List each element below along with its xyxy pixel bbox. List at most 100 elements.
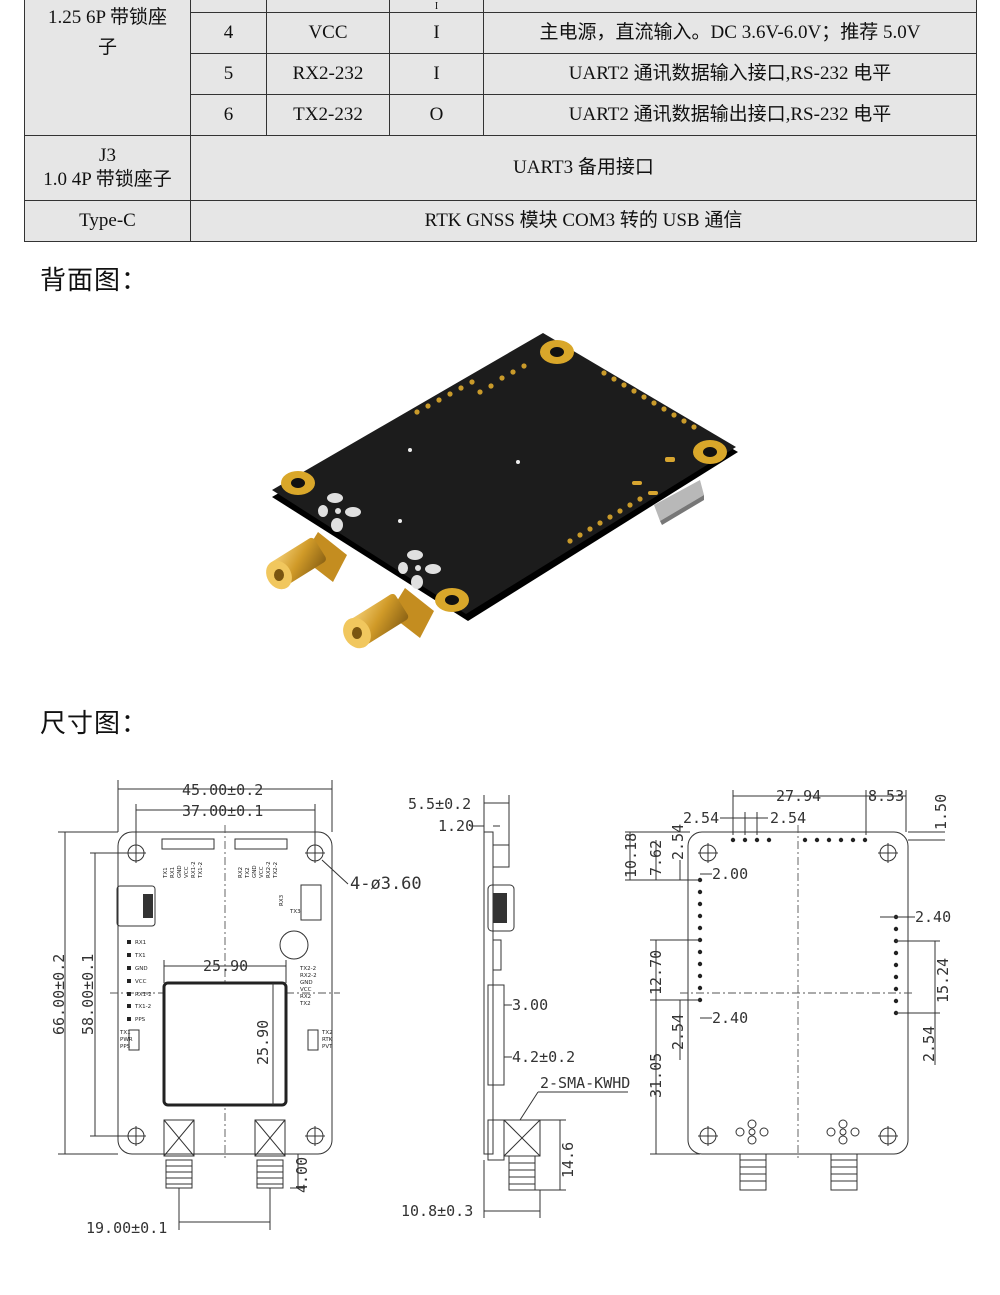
dim-module-width: 25.90 (203, 957, 248, 975)
silk-left-0: RX1 (135, 940, 146, 946)
silk-j2-3: VCC (259, 866, 265, 878)
silk-j3-1: TX3 (289, 909, 301, 915)
j2-connector-icon (234, 838, 288, 850)
j-label-line2: 子 (97, 37, 117, 58)
typec-desc-cell: RTK GNSS 模块 COM3 转的 USB 通信 (190, 200, 977, 242)
led-right-1: RTK (322, 1037, 333, 1043)
dim-width-45: 45.00±0.2 (182, 781, 263, 799)
led-left-1: PWR (120, 1037, 133, 1043)
name-cell: TX2-232 (266, 94, 390, 136)
dir-cell: I (389, 53, 484, 95)
silk-j1-2: GND (177, 865, 183, 878)
dim-hole-diameter: 4-ø3.60 (350, 874, 422, 894)
silk-j1-4: RX1-2 (191, 861, 197, 878)
table-row: 6 TX2-232 O UART2 通讯数据输出接口,RS-232 电平 (25, 94, 977, 136)
table-row: J3 1.0 4P 带锁座子 UART3 备用接口 (24, 135, 977, 201)
dim-thickness-5-5: 5.5±0.2 (408, 795, 471, 813)
dim-pcb-thickness: 1.20 (438, 817, 474, 835)
usb-c-connector-icon (654, 480, 704, 525)
j1-connector-icon (161, 838, 215, 850)
dimension-title: 尺寸图： (40, 709, 149, 738)
dim-back-10-18: 10.18 (622, 833, 640, 878)
silk-j1-5: TX1-2 (198, 862, 204, 879)
desc-cell: UART2 通讯数据输出接口,RS-232 电平 (483, 94, 977, 136)
dim-back-7-62: 7.62 (647, 840, 665, 876)
dim-back-2-40a: 2.40 (915, 908, 951, 926)
antenna-pads-icon (735, 1119, 860, 1145)
led-left-2: PPS (120, 1044, 131, 1050)
usb-c-side-icon (487, 884, 515, 932)
dim-total-thickness: 10.8±0.3 (401, 1202, 473, 1220)
side-view: 5.5±0.2 1.20 3.00 4.2±0.2 2-SMA-KWHD 14.… (401, 795, 630, 1220)
dim-sma-height: 14.6 (559, 1142, 577, 1178)
silk-j3-0: RX3 (279, 894, 285, 906)
silk-left-4: RX1-2 (135, 992, 152, 998)
mounting-hole-icon (126, 843, 325, 1146)
silk-right-2: GND (300, 980, 313, 986)
dimension-drawing: TX1 RX1 GND VCC RX1-2 TX1-2 RX2 TX2 GND … (50, 780, 952, 1237)
dim-hole-span-37: 37.00±0.1 (182, 802, 263, 820)
dir-cell: I (389, 12, 484, 54)
typec-label-cell: Type-C (24, 200, 191, 242)
dim-4-2: 4.2±0.2 (512, 1048, 575, 1066)
test-points (398, 448, 675, 523)
header-pads (414, 363, 697, 544)
dim-back-27-94: 27.94 (776, 787, 821, 805)
mounting-hole-icon (698, 843, 898, 1146)
desc-cell: UART2 通讯数据输入接口,RS-232 电平 (483, 53, 977, 95)
dim-sma-pitch: 19.00±0.1 (86, 1219, 167, 1237)
silk-right-1: RX2-2 (300, 973, 317, 979)
silk-left-2: GND (135, 966, 148, 972)
sma-connector-icon (343, 588, 434, 649)
dim-back-2-00: 2.00 (712, 865, 748, 883)
silk-right-4: RX2 (300, 994, 311, 1000)
name-cell: RX2-232 (266, 53, 390, 95)
table-row: 1.25 6P 带锁座 子 I (24, 0, 977, 136)
j3-connector-icon (300, 884, 322, 921)
led-right-0: TX2 (321, 1030, 333, 1036)
dim-back-2-54a: 2.54 (683, 809, 719, 827)
silk-right-3: VCC (300, 987, 312, 993)
silk-j1-0: TX1 (163, 867, 169, 879)
dim-height-66: 66.00±0.2 (50, 954, 68, 1035)
dim-back-2-54c: 2.54 (669, 824, 687, 860)
j3-desc-cell: UART3 备用接口 (190, 135, 977, 201)
gnss-module-outline (162, 981, 288, 1107)
battery-icon (279, 930, 309, 960)
j3-type: 1.0 4P 带锁座子 (43, 169, 172, 190)
led-left-0: TX1 (119, 1030, 131, 1036)
pin-cell: 6 (190, 94, 267, 136)
sma-model-label: 2-SMA-KWHD (540, 1074, 630, 1092)
back-view: 27.94 8.53 1.50 2.54 2.54 10.18 7.62 2.5… (622, 787, 952, 1191)
silk-j1-3: VCC (184, 866, 190, 878)
dim-height-58: 58.00±0.1 (79, 954, 97, 1035)
table-row: 5 RX2-232 I UART2 通讯数据输入接口,RS-232 电平 (25, 53, 977, 95)
dir-cell: O (389, 94, 484, 136)
led-right-2: PVT (322, 1044, 333, 1050)
mounting-hole-icon (281, 340, 727, 612)
header-pins (697, 837, 899, 1016)
dim-back-12-70: 12.70 (647, 950, 665, 995)
usb-c-port-icon (116, 885, 156, 927)
silk-left-3: VCC (135, 979, 147, 985)
dim-back-8-53: 8.53 (868, 787, 904, 805)
silk-j2-1: TX2 (245, 867, 251, 879)
dim-back-2-54e: 2.54 (920, 1026, 938, 1062)
dim-back-2-54b: 2.54 (770, 809, 806, 827)
silk-right-0: TX2-2 (299, 966, 316, 972)
pin-cell: 5 (190, 53, 267, 95)
silk-left-1: TX1 (134, 953, 146, 959)
pin-spec-table: 1.25 6P 带锁座 子 I 4 VCC I 主电源，直流输入。DC 3.6V… (24, 0, 977, 242)
j-connector-cell: 1.25 6P 带锁座 子 (24, 0, 191, 136)
sma-connector-icon (266, 532, 347, 590)
dim-back-1-50: 1.50 (932, 794, 950, 830)
silk-j2-5: TX2-2 (273, 862, 279, 879)
dim-3-00: 3.00 (512, 996, 548, 1014)
dim-module-height: 25.90 (254, 1020, 272, 1065)
dim-back-15-24: 15.24 (934, 958, 952, 1003)
pcb-board (272, 333, 736, 614)
j3-label: J3 (99, 145, 116, 166)
board-back-photo (266, 333, 738, 649)
silk-left-5: TX1-2 (134, 1004, 151, 1010)
front-view: TX1 RX1 GND VCC RX1-2 TX1-2 RX2 TX2 GND … (50, 780, 422, 1237)
